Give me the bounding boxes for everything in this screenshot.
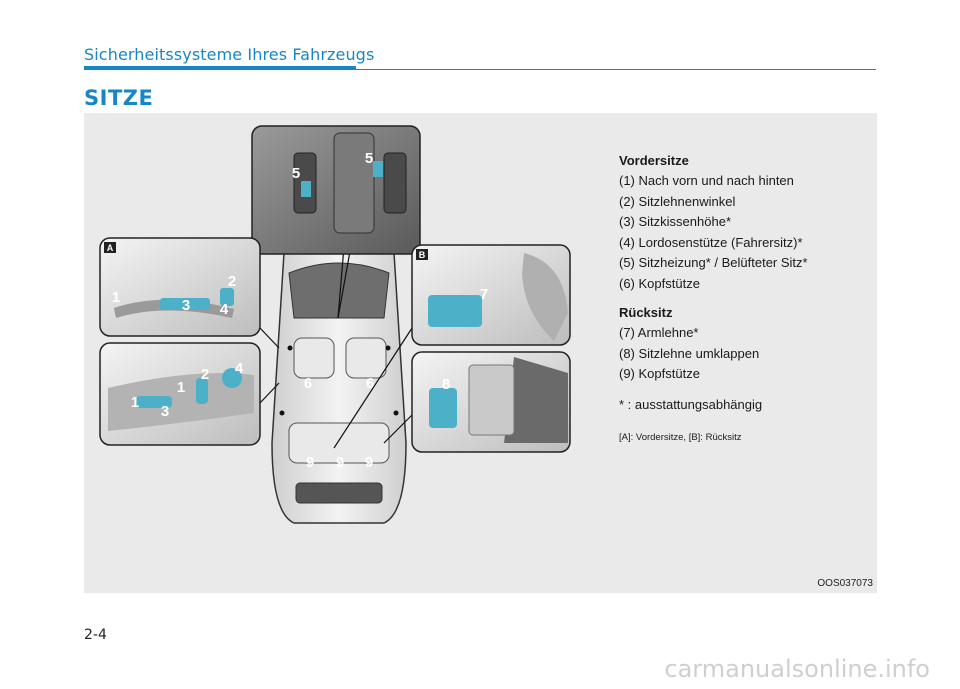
- seat-illustration: A B 1 2 3 4: [99, 125, 571, 524]
- callout-6b: 6: [366, 375, 374, 392]
- callout-2: 2: [228, 273, 236, 290]
- car-top-view: [259, 150, 415, 524]
- legend-item: (4) Lordosenstütze (Fahrersitz)*: [619, 234, 803, 250]
- header-rule-accent: [84, 66, 356, 70]
- callout-4: 4: [220, 301, 229, 318]
- callout-7: 7: [480, 286, 488, 303]
- legend-item: (2) Sitzlehnenwinkel: [619, 193, 736, 209]
- legend-item: (3) Sitzkissenhöhe*: [619, 214, 731, 229]
- page-number: 2-4: [84, 627, 107, 643]
- callout-1c: 1: [177, 379, 185, 396]
- callout-5b: 5: [365, 150, 373, 167]
- seat-figure: A B 1 2 3 4: [84, 113, 877, 593]
- rear-fold-panel: [411, 351, 571, 453]
- callout-8: 8: [442, 376, 450, 393]
- seat-legend: Vordersitze (1) Nach vorn und nach hinte…: [619, 153, 869, 443]
- legend-spacer: [619, 294, 869, 305]
- callout-1: 1: [112, 289, 120, 306]
- figure-code: OOS037073: [817, 578, 873, 589]
- legend-item: (6) Kopfstütze: [619, 275, 700, 291]
- callout-2b: 2: [201, 366, 209, 383]
- callout-3b: 3: [161, 403, 169, 420]
- callout-3: 3: [182, 297, 190, 314]
- rear-armrest-panel: B: [411, 244, 571, 346]
- legend-item: (8) Sitzlehne umklappen: [619, 345, 760, 361]
- legend-item: (7) Armlehne*: [619, 325, 699, 340]
- header-rule: [84, 69, 876, 70]
- callout-6a: 6: [304, 375, 312, 392]
- callout-5a: 5: [292, 165, 300, 182]
- callout-9b: 9: [336, 454, 344, 471]
- legend-panel-note: [A]: Vordersitze, [B]: Rücksitz: [619, 432, 742, 443]
- section-title: Sicherheitssysteme Ihres Fahrzeugs: [84, 45, 375, 64]
- watermark: carmanualsonline.info: [664, 655, 930, 683]
- front-seat-panel: A: [99, 237, 261, 337]
- callout-1b: 1: [131, 394, 139, 411]
- seat-switch-panel: [99, 342, 261, 446]
- legend-item: (1) Nach vorn und nach hinten: [619, 173, 794, 188]
- legend-item: (9) Kopfstütze: [619, 366, 700, 381]
- callouts: 1 2 3 4 1 1 2 3 4 5 5 6 6 7 8 9 9 9: [112, 150, 488, 471]
- legend-item: (5) Sitzheizung* / Belüfteter Sitz*: [619, 255, 808, 270]
- callout-9a: 9: [306, 454, 314, 471]
- panel-tag-b: B: [419, 250, 426, 260]
- page-heading: SITZE: [84, 86, 154, 110]
- callout-4b: 4: [235, 360, 244, 377]
- legend-front-heading: Vordersitze: [619, 153, 689, 168]
- legend-footnote: * : ausstattungsabhängig: [619, 396, 763, 412]
- legend-rear-heading: Rücksitz: [619, 305, 673, 320]
- callout-9c: 9: [365, 454, 373, 471]
- panel-tag-a: A: [107, 243, 114, 253]
- console-panel: [251, 125, 421, 255]
